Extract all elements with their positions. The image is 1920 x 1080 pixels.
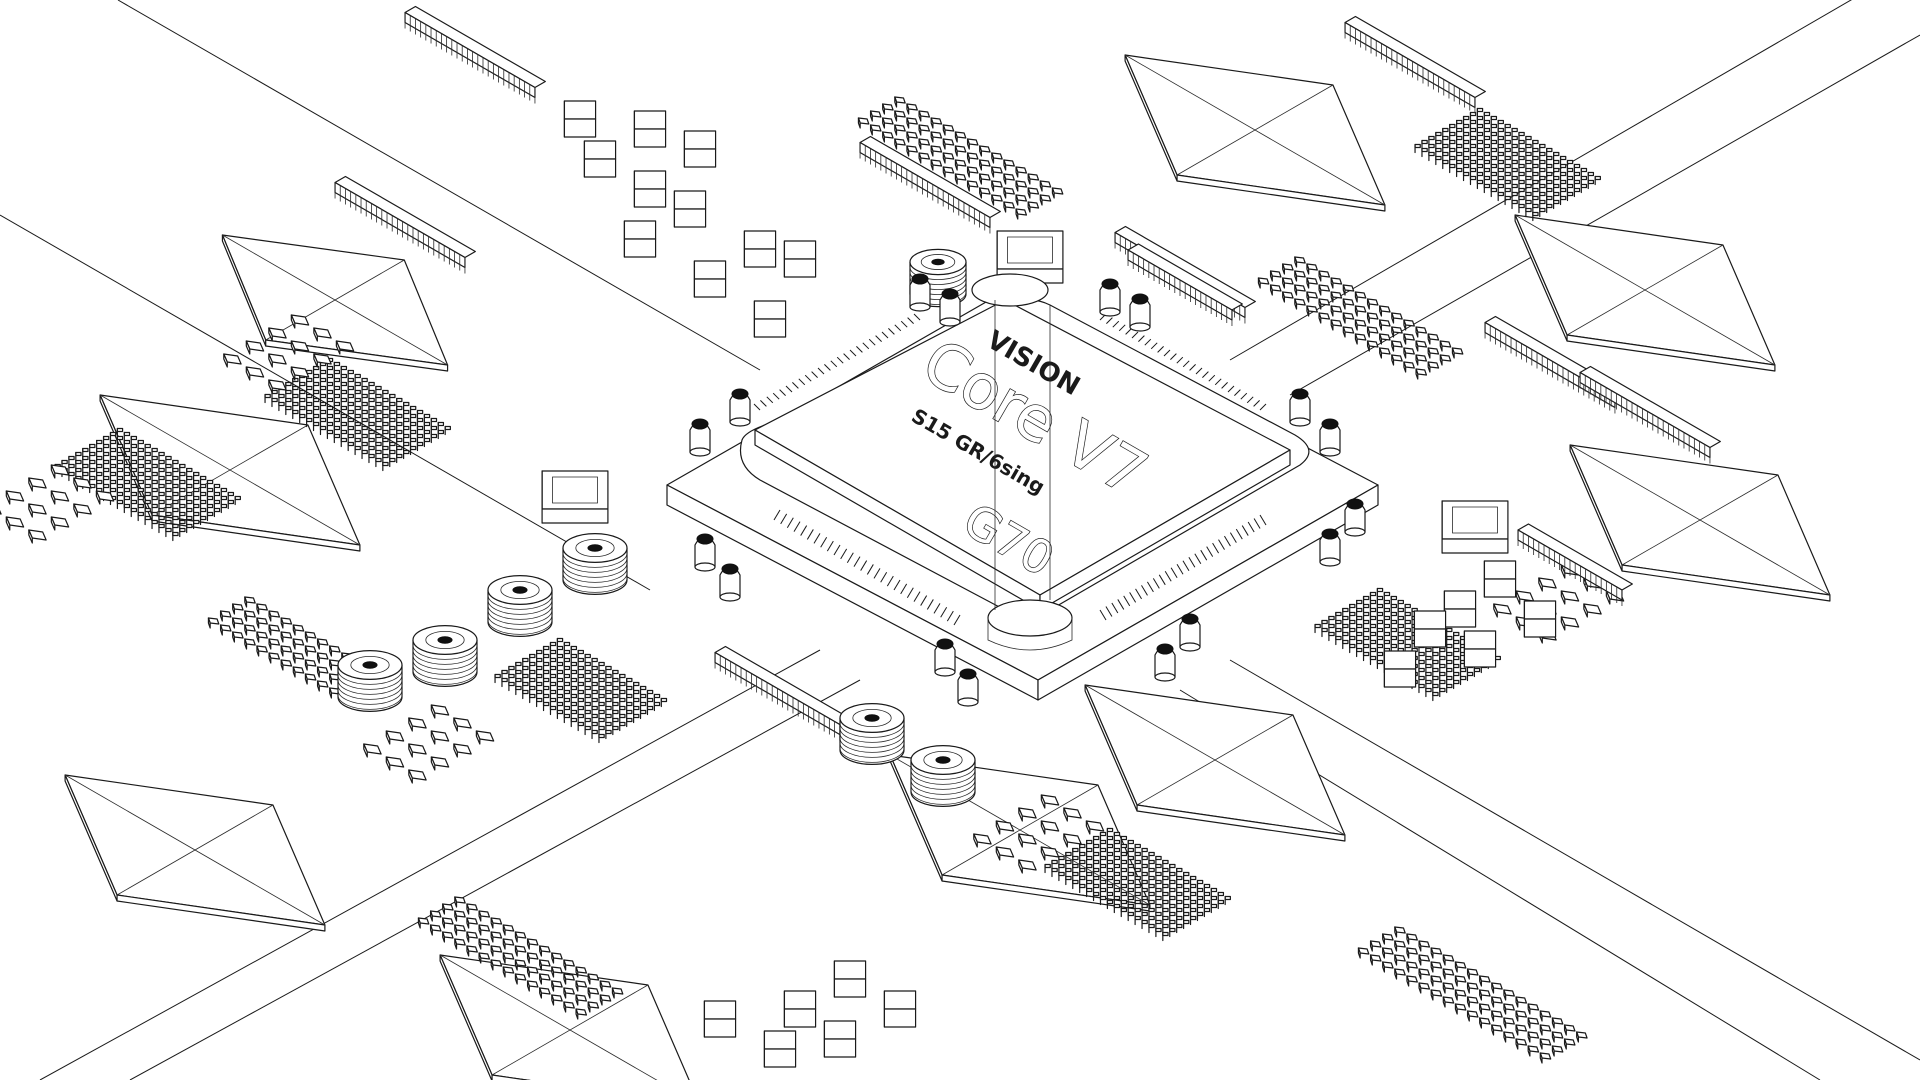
clamp-connector [719, 563, 741, 602]
clamp-connector [957, 668, 979, 707]
capacitor-block [703, 1000, 737, 1038]
capacitor-block [1483, 560, 1517, 598]
capacitor-array [223, 314, 355, 394]
ic-strip [859, 135, 1001, 234]
pin-row [1099, 313, 1267, 411]
pyramid-pad [439, 954, 690, 1080]
pin-row [1099, 514, 1267, 621]
pyramid-pad [221, 234, 449, 372]
inductor-coil [412, 624, 478, 687]
resistor-row [1357, 926, 1588, 1064]
capacitor-block [743, 230, 777, 268]
inductor-coil [839, 702, 905, 765]
clamp-connector [1289, 388, 1311, 427]
capacitor-block [753, 300, 787, 338]
resistor-grid [1044, 827, 1231, 942]
clamp-connector [1154, 643, 1176, 682]
clamp-connector [1179, 613, 1201, 652]
capacitor-block [833, 960, 867, 998]
clamp-connector [1344, 498, 1366, 537]
ic-strip [714, 645, 856, 744]
ic-strip [1127, 243, 1243, 326]
clamp-connector [729, 388, 751, 427]
ic-strip [1517, 523, 1633, 606]
clamp-connector [1319, 528, 1341, 567]
capacitor-block [633, 110, 667, 148]
ic-strip [404, 5, 546, 104]
ic-strip [1344, 15, 1486, 114]
capacitor-block [1523, 600, 1557, 638]
capacitor-block [1443, 590, 1477, 628]
capacitor-block [623, 220, 657, 258]
clamp-connector [1099, 278, 1121, 317]
ic-strip [334, 175, 476, 274]
pin-row [753, 313, 921, 411]
resistor-grid [264, 357, 451, 472]
pyramid-pad [64, 774, 326, 932]
capacitor-array [973, 794, 1105, 874]
clamp-connector [1319, 418, 1341, 457]
capacitor-block [1413, 610, 1447, 648]
clamp-connector [689, 418, 711, 457]
ic-strip [1579, 365, 1721, 464]
clamp-connector [909, 273, 931, 312]
capacitor-block [763, 1030, 797, 1068]
board-pads [64, 54, 1831, 1080]
capacitor-block [1383, 650, 1417, 688]
clamp-connector [1129, 293, 1151, 332]
capacitor-block [693, 260, 727, 298]
inductor-coil [562, 532, 628, 595]
inductor-coils [337, 248, 976, 807]
ic-strips [334, 5, 1721, 744]
resistor-row [857, 96, 1064, 220]
capacitor-block [563, 100, 597, 138]
capacitor-block [823, 1020, 857, 1058]
pin-clamps [689, 273, 1366, 707]
capacitor-block [883, 990, 917, 1028]
capacitor-block [683, 130, 717, 168]
capacitor-array [0, 464, 115, 544]
capacitor-blocks [541, 100, 1557, 1068]
resistor-row [1257, 256, 1464, 380]
capacitor-array [363, 704, 495, 784]
processor-chip: VISION Core V7 S15 GR/6sing G70 [666, 273, 1379, 701]
capacitor-block [1463, 630, 1497, 668]
capacitor-block [673, 190, 707, 228]
capacitor-block [583, 140, 617, 178]
pyramid-pad [1124, 54, 1386, 212]
pyramid-pad [1084, 684, 1346, 842]
resistor-row [417, 896, 624, 1020]
resistor-grid [1414, 107, 1601, 222]
pin-row [773, 509, 961, 626]
inductor-coil [487, 574, 553, 637]
clamp-connector [939, 288, 961, 327]
capacitor-block [633, 170, 667, 208]
clamp-connector [694, 533, 716, 572]
pyramid-pad [99, 394, 361, 552]
pyramid-pad [1514, 214, 1776, 372]
clamp-connector [934, 638, 956, 677]
pyramid-pad [1569, 444, 1831, 602]
capacitor-block [783, 240, 817, 278]
heatsink-block [541, 470, 609, 524]
resistor-grid [494, 637, 668, 744]
inductor-coil [337, 649, 403, 712]
inductor-coil [910, 744, 976, 807]
heatsink-block [1441, 500, 1509, 554]
capacitor-block [783, 990, 817, 1028]
